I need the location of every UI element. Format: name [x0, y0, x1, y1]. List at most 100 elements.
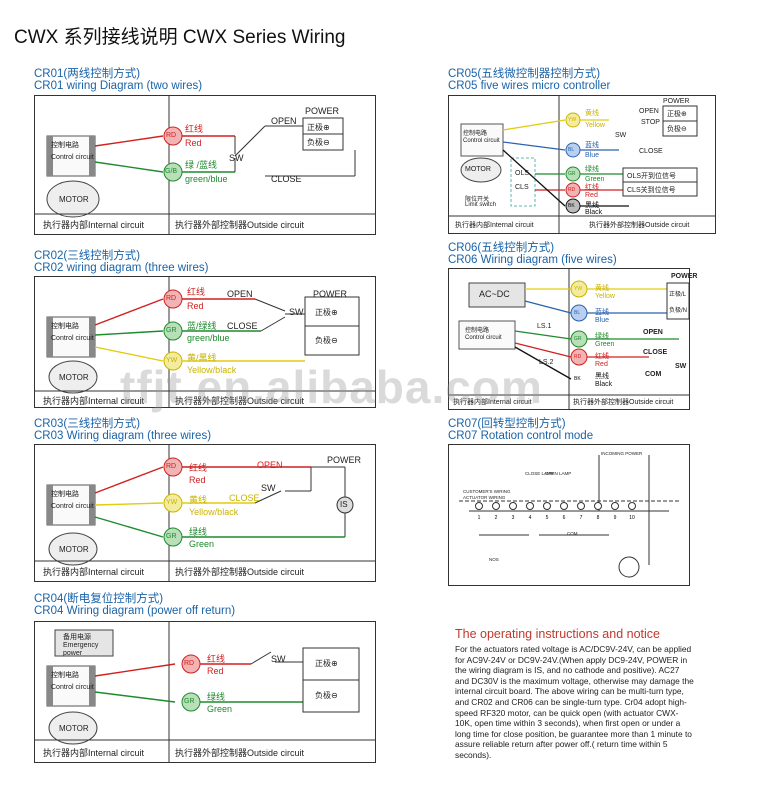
cr05-close-label: CLOSE: [639, 148, 663, 155]
cr07-nos: NOS: [489, 557, 499, 562]
cr07-terminal-label: 3: [512, 515, 515, 521]
cr03-wire1-cn: 红线: [189, 463, 208, 473]
page-title: CWX 系列接线说明 CWX Series Wiring: [14, 27, 346, 48]
cr02-wire1-cn: 红线: [187, 287, 206, 297]
cr03-open-label: OPEN: [257, 460, 283, 470]
cr06-t3: GR: [574, 336, 582, 342]
cr05-ctrl-en: Control circuit: [463, 138, 500, 144]
cr02-terminal-gr: GR: [166, 327, 177, 334]
cr01-internal-label: 执行器内部Internal circuit: [43, 220, 145, 230]
cr07-terminal: [594, 502, 602, 510]
cr05-wiring-svg: [449, 96, 715, 233]
cr03-power-label: POWER: [327, 455, 362, 465]
cr06-w3-en: Green: [595, 341, 615, 348]
cr06-outside-label: 执行器外部控制器Outside circuit: [573, 399, 674, 406]
cr02-internal-label: 执行器内部Internal circuit: [43, 396, 145, 406]
cr02-ctrl-cn: 控制电路: [51, 323, 79, 330]
cr05-cls-signal: CLS关到位信号: [627, 187, 676, 194]
cr07-terminal: [628, 502, 636, 510]
cr01-neg-label: 负极⊖: [307, 138, 330, 147]
cr05-neg-label: 负极⊖: [667, 126, 687, 133]
cr06-sw-label: SW: [675, 363, 687, 370]
cr05-t3: GR: [568, 171, 576, 177]
cr06-t5: BK: [574, 376, 581, 382]
cr05-open-label: OPEN: [639, 108, 659, 115]
cr03-wire3-en: Green: [189, 539, 215, 549]
cr01-outside-label: 执行器外部控制器Outside circuit: [175, 220, 305, 230]
cr06-w3-cn: 绿线: [595, 333, 609, 340]
cr01-terminal-gb: G/B: [165, 168, 178, 175]
cr04-backup-en: Emergency power: [63, 642, 99, 657]
cr07-terminal-label: 6: [563, 515, 566, 521]
cr04-pos-label: 正极⊕: [315, 659, 338, 668]
cr05-pos-label: 正极⊕: [667, 111, 687, 118]
cr07-close-lamp: CLOSE LAMP: [525, 471, 554, 476]
cr01-open-label: OPEN: [271, 116, 297, 126]
cr05-w4-cn: 红线: [585, 184, 599, 191]
cr07-terminal-label: 8: [597, 515, 600, 521]
cr06-t4: RD: [574, 354, 582, 360]
cr07-terminal: [475, 502, 483, 510]
cr06-w5-en: Black: [595, 381, 613, 388]
cr01-heading-en: CR01 wiring Diagram (two wires): [34, 80, 203, 92]
cr04-outside-label: 执行器外部控制器Outside circuit: [175, 748, 305, 758]
cr01-diagram: 控制电路 Control circuit MOTOR RD G/B 红线 Red…: [34, 95, 376, 235]
cr04-internal-label: 执行器内部Internal circuit: [43, 748, 145, 758]
cr05-motor-label: MOTOR: [465, 166, 491, 173]
cr02-ctrl-en: Control circuit: [51, 335, 94, 342]
cr07-terminal-label: 4: [529, 515, 532, 521]
cr01-ctrl-en: Control circuit: [51, 154, 94, 161]
cr05-ols-label: OLS: [515, 170, 530, 177]
cr07-heading-cn: CR07(回转型控制方式): [448, 418, 566, 430]
cr03-wire2-en: Yellow/black: [189, 507, 239, 517]
cr06-neg-label: 负极/N: [669, 308, 688, 314]
cr06-com-label: COM: [645, 371, 662, 378]
cr06-wiring-svg: [449, 269, 689, 409]
cr06-ctrl-en: Control circuit: [465, 335, 502, 341]
cr07-com: COM: [567, 531, 578, 536]
cr02-close-label: CLOSE: [227, 321, 258, 331]
cr03-terminal-gr: GR: [166, 533, 177, 540]
cr02-wire3-cn: 黄/黑线: [187, 353, 217, 363]
cr07-terminal: [492, 502, 500, 510]
cr01-terminal-rd: RD: [166, 132, 177, 139]
cr05-heading-cn: CR05(五线微控制器控制方式): [448, 68, 601, 80]
cr04-wire1-en: Red: [207, 666, 224, 676]
cr04-terminal-gr: GR: [184, 698, 195, 705]
cr05-t1: YW: [568, 117, 577, 123]
cr01-sw-label: SW: [229, 153, 244, 163]
cr05-power-label: POWER: [663, 98, 690, 105]
cr04-wire2-cn: 绿线: [207, 692, 226, 702]
cr03-terminal-yw: YW: [166, 499, 178, 506]
cr04-backup-cn: 备用电源: [63, 634, 91, 641]
cr03-heading-cn: CR03(三线控制方式): [34, 418, 141, 430]
cr05-w5-en: Black: [585, 209, 603, 216]
cr06-ctrl-cn: 控制电路: [465, 328, 490, 334]
cr03-outside-label: 执行器外部控制器Outside circuit: [175, 567, 305, 577]
cr04-neg-label: 负极⊖: [315, 691, 338, 700]
cr05-t5: BK: [568, 203, 575, 209]
cr02-diagram: 控制电路 Control circuit MOTOR RD GR YW 红线 R…: [34, 276, 376, 408]
cr03-ctrl-en: Control circuit: [51, 503, 94, 510]
cr07-terminal: [509, 502, 517, 510]
cr05-ols-signal: OLS开到位信号: [627, 173, 677, 180]
cr05-cls-label: CLS: [515, 184, 529, 191]
cr06-diagram: AC~DC 控制电路 Control circuit LS.1 LS.2 YW …: [448, 268, 697, 410]
cr04-wiring-svg: [35, 622, 375, 762]
cr05-limit-cn: 限位开关: [465, 197, 490, 203]
cr06-open-label: OPEN: [643, 329, 663, 336]
cr05-w5-cn: 黑线: [585, 202, 599, 209]
cr06-heading-cn: CR06(五线控制方式): [448, 242, 555, 254]
cr02-pos-label: 正极⊕: [315, 308, 338, 317]
cr01-motor-label: MOTOR: [59, 195, 89, 204]
cr05-w1-en: Yellow: [585, 122, 605, 129]
cr04-ctrl-en: Control circuit: [51, 684, 94, 691]
cr03-ctrl-cn: 控制电路: [51, 491, 79, 498]
cr06-ls2-label: LS.2: [539, 359, 554, 366]
cr03-terminal-rd: RD: [166, 463, 177, 470]
cr05-diagram: 控制电路 Control circuit MOTOR OLS CLS 限位开关 …: [448, 95, 716, 234]
cr07-terminal-label: 1: [478, 515, 481, 521]
cr05-heading-en: CR05 five wires micro controller: [448, 80, 611, 92]
cr07-terminal-label: 7: [580, 515, 583, 521]
